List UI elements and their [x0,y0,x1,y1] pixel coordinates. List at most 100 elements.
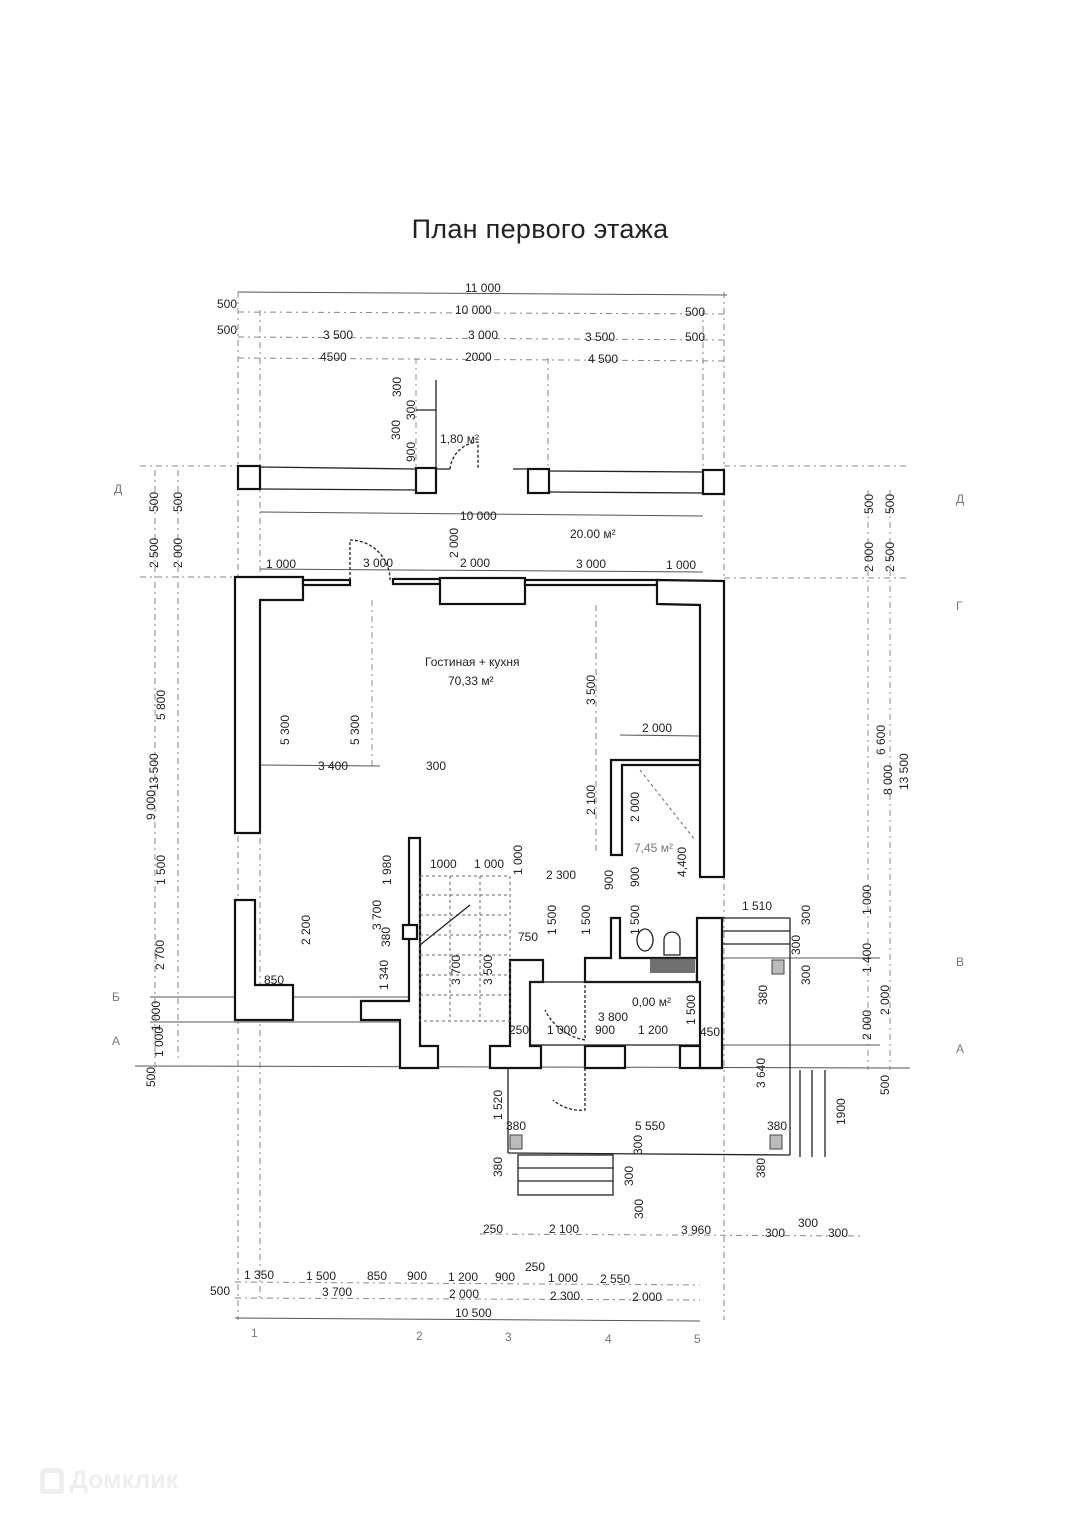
dimension-label: 300 [789,935,803,955]
watermark: Домклик [40,1466,178,1495]
post [509,1134,523,1150]
door-swing [349,539,391,581]
dimension-label: 3 400 [318,759,348,773]
dimension-label: 300 [765,1226,785,1240]
dimension-label: 500 [862,494,876,514]
dimension-label: 13 500 [147,753,161,790]
wall-right [655,578,726,879]
wall-left [233,575,305,835]
dimension-label: 1 400 [860,943,874,973]
plan-title: План первого этажа [411,214,669,244]
dimension-label: 300 [799,905,813,925]
dimension-label: 3 000 [363,556,393,570]
dimension-label: 1000 [430,857,457,871]
dimension-label: 900 [602,870,616,890]
dimension-label: 2000 [465,350,492,364]
dimension-label: 2 000 [862,542,876,572]
dimension-label: 300 [622,1166,636,1186]
dimension-label: 1 000 [511,845,525,875]
dimension-label: 300 [799,965,813,985]
grid-axis-label: 5 [694,1332,701,1346]
door-swing [552,1068,586,1111]
wall-block [438,576,527,606]
dimension-label: 2 000 [171,538,185,568]
dimension-label: 1 000 [152,1027,166,1057]
dimension-label: 5 300 [278,715,292,745]
dimension-label: 1 510 [742,899,772,913]
sink-icon [663,931,681,956]
dimension-label: 2 000 [632,1290,662,1304]
grid-axis-label: Б [112,990,120,1004]
dimension-label: 850 [367,1269,387,1283]
dimension-label: 8 000 [881,765,895,795]
domclick-logo-icon [40,1467,64,1494]
dimension-label: 900 [495,1270,515,1284]
dimension-label: 500 [217,323,237,337]
dimension-label: 250 [509,1023,529,1037]
dimension-label: 3 700 [322,1285,352,1299]
wall-hall [488,958,545,1070]
wall-bathroom [609,758,702,857]
dimension-label: 9 000 [144,790,158,820]
dimension-label: 2 300 [546,868,576,882]
room-area-living: 70,33 м² [448,674,494,688]
dimension-label: 4500 [320,350,347,364]
dimension-label: 2 100 [549,1222,579,1236]
dimension-label: 1 000 [860,885,874,915]
dimension-label: 10 500 [455,1306,492,1320]
dimension-label: 2 200 [299,915,313,945]
grid-axis-label: Д [114,482,122,496]
dimension-label: 900 [595,1023,615,1037]
watermark-text: Домклик [70,1466,179,1494]
dimension-label: 2 100 [584,785,598,815]
dimension-label: 2 000 [878,985,892,1015]
dimension-label: 850 [264,973,284,987]
dimension-label: 2 000 [860,1010,874,1040]
dimension-label: 2 300 [550,1289,580,1303]
grid-axis-label: Г [956,599,963,613]
dimension-label: 300 [631,1135,645,1155]
dimension-label: 380 [491,1157,505,1177]
room-labels: 1,80 м² 20.00 м² Гостиная + кухня 70,33 … [425,432,673,1009]
dimension-label: 500 [144,1067,158,1087]
grid-axis-label: 3 [505,1330,512,1344]
dimension-label: 2 000 [628,792,642,822]
wall-segment [391,577,442,586]
wall-bath-left [583,1044,627,1070]
dimension-label: 500 [147,492,161,512]
porch-steps [507,917,826,1196]
grid-axis-label: Д [956,492,964,506]
grid-axis-label: 1 [251,1326,258,1340]
room-area-terrace: 20.00 м² [570,527,616,541]
dimension-label: 2 500 [883,542,897,572]
dimension-label: 1 000 [548,1271,578,1285]
dimension-label: 2 500 [147,538,161,568]
dimension-label: 300 [426,759,446,773]
dimension-label: 500 [217,297,237,311]
dimension-label: 1 500 [579,905,593,935]
dimension-label: 380 [754,1158,768,1178]
dimension-label: 1900 [834,1098,848,1125]
dimension-label: 1 520 [491,1090,505,1120]
dimension-label: 500 [171,492,185,512]
dimension-label: 13 500 [897,753,911,790]
dimension-label: 1 000 [666,558,696,572]
chimney [401,923,419,941]
dimension-label: 3 960 [681,1223,711,1237]
dimension-label: 5 300 [348,715,362,745]
dimension-label: 900 [628,867,642,887]
dimension-label: 10 000 [455,303,492,317]
dimension-label: 2 550 [600,1272,630,1286]
dimension-label: 1 000 [149,1001,163,1031]
dimension-label: 250 [483,1222,503,1236]
wall-right-lower [695,916,724,1070]
dimension-label: 3 000 [468,328,498,342]
dimension-label: 3 500 [585,330,615,344]
dimension-label: 1 000 [474,857,504,871]
dimension-label: 2 000 [447,528,461,558]
dimension-label: 1 500 [545,905,559,935]
walls [233,380,826,1196]
dimension-label: 300 [828,1226,848,1240]
vanity [650,958,695,973]
door-swing [449,441,479,470]
